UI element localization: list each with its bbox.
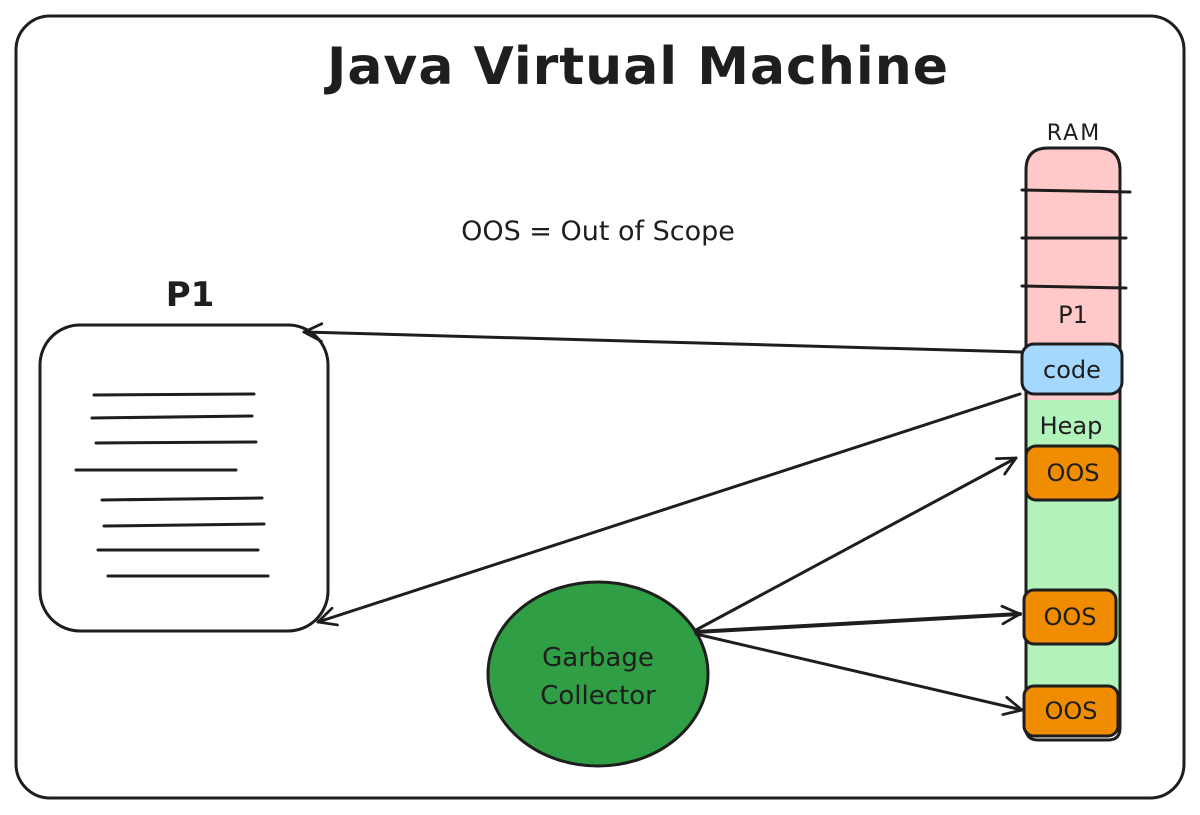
program-code-lines — [74, 392, 270, 578]
ram-column: P1 code Heap OOS OOS OOS — [1020, 146, 1132, 742]
garbage-collector-label-line2: Collector — [540, 681, 656, 711]
legend-text: OOS = Out of Scope — [461, 216, 735, 247]
diagram-title: Java Virtual Machine — [324, 37, 949, 97]
gc-to-oos-arrow — [694, 604, 1022, 634]
garbage-collector-circle — [486, 580, 710, 768]
program-label: P1 — [166, 275, 215, 315]
jvm-frame — [14, 14, 1186, 800]
ram-code-cell — [1020, 342, 1124, 396]
oos-cell — [1022, 588, 1118, 646]
ram-process-region — [1026, 148, 1120, 400]
code-to-program-return-arrow — [316, 392, 1022, 627]
ram-code-label: code — [1043, 356, 1101, 384]
oos-label: OOS — [1046, 459, 1099, 487]
oos-label: OOS — [1043, 603, 1096, 631]
ram-slot-divider — [1020, 284, 1128, 290]
oos-cell — [1022, 684, 1120, 738]
ram-heap-label: Heap — [1040, 412, 1103, 440]
ram-label: RAM — [1047, 121, 1101, 146]
program-document — [38, 323, 330, 633]
code-to-program-arrow — [302, 322, 1024, 354]
garbage-collector-label-line1: Garbage — [542, 643, 654, 673]
oos-cell — [1024, 444, 1122, 502]
ram-slot-divider — [1020, 188, 1132, 194]
garbage-collector: Garbage Collector — [486, 580, 710, 768]
gc-to-oos-arrow — [694, 632, 1024, 716]
gc-to-oos-arrow — [694, 456, 1018, 632]
ram-process-label: P1 — [1058, 301, 1088, 329]
oos-label: OOS — [1044, 697, 1097, 725]
